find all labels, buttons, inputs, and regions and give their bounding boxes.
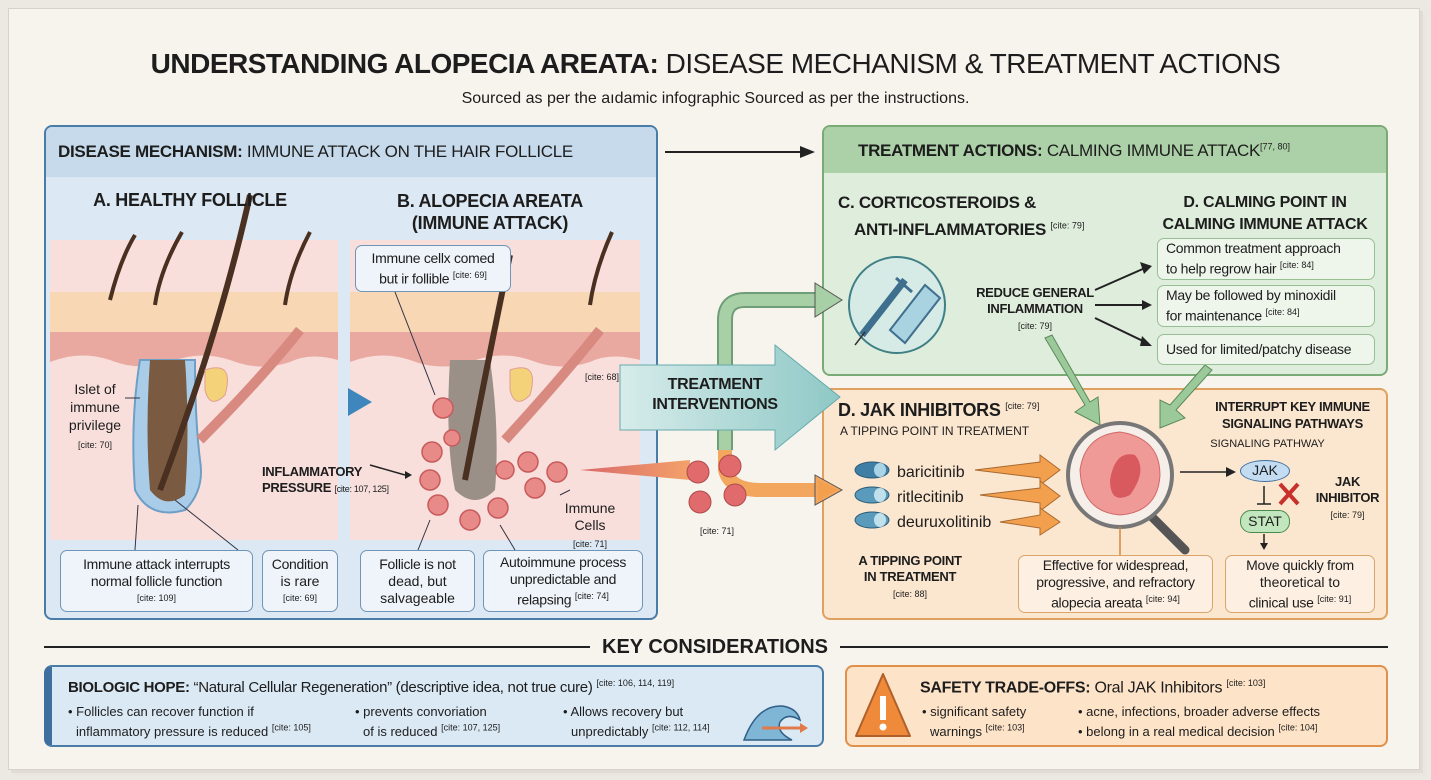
page-title: UNDERSTANDING ALOPECIA AREATA: DISEASE M…	[0, 48, 1431, 80]
cite-label: [cite: 71]	[700, 526, 735, 536]
disease-header-band	[46, 127, 656, 177]
biologic-hope-heading: BIOLOGIC HOPE: “Natural Cellular Regener…	[68, 678, 675, 696]
disease-header: DISEASE MECHANISM: IMMUNE ATTACK ON THE …	[58, 142, 573, 161]
corticosteroids-title: C. CORTICOSTEROIDS &ANTI-INFLAMMATORIES …	[838, 193, 1085, 239]
treatment-note: Used for limited/patchy disease	[1157, 334, 1375, 365]
title-bold: UNDERSTANDING ALOPECIA AREATA:	[150, 48, 659, 79]
inhibit-symbol	[1257, 486, 1271, 505]
green-path-arrow	[719, 294, 820, 450]
pill-icons	[854, 461, 890, 529]
cell-cluster	[686, 454, 747, 514]
green-pointer-arrow	[1044, 334, 1101, 426]
treatment-interventions-arrow	[619, 343, 841, 452]
drug-item: baricitinib	[897, 464, 965, 481]
jak-title: D. JAK INHIBITORS [cite: 79]	[838, 400, 1040, 420]
safety-heading: SAFETY TRADE-OFFS: Oral JAK Inhibitors […	[920, 678, 1266, 697]
healthy-follicle-illustration	[50, 194, 338, 540]
key-considerations-title: KEY CONSIDERATIONS	[602, 636, 828, 658]
drug-list: baricitinib ritlecitinib deuruxolitinib	[897, 460, 991, 535]
jak-node: JAK	[1240, 460, 1290, 482]
safety-tradeoffs-box	[845, 665, 1388, 747]
safety-bullet: • acne, infections, broader adverse effe…	[1078, 704, 1321, 740]
biologic-hope-box	[44, 665, 824, 747]
immune-cells	[419, 397, 568, 531]
stat-node: STAT	[1240, 510, 1290, 533]
treatment-header: TREATMENT ACTIONS: CALMING IMMUNE ATTACK…	[858, 141, 1291, 160]
header-arrow	[800, 146, 815, 158]
signaling-pathway-label: SIGNALING PATHWAY	[1210, 438, 1325, 450]
x-mark-icon	[1278, 482, 1300, 506]
effective-box: Effective for widespread,progressive, an…	[1018, 555, 1213, 613]
subtitle: Sourced as per the aıdamic infographic S…	[461, 90, 970, 107]
drug-item: ritlecitinib	[897, 489, 964, 506]
magnifier-cell-icon	[1066, 421, 1190, 555]
title-rest: DISEASE MECHANISM & TREATMENT ACTIONS	[665, 48, 1281, 79]
drug-arrows	[974, 454, 1061, 536]
wave-icon	[742, 705, 808, 741]
cite-label: [cite: 68]	[585, 372, 620, 382]
green-pointer-arrow	[1159, 364, 1213, 429]
syringe-cream-icon	[848, 256, 946, 354]
progression-arrow	[348, 388, 372, 416]
warning-icon	[855, 673, 911, 737]
treatment-header-band	[824, 127, 1386, 173]
healthy-follicle-title: A. HEALTHY FOLLICLE	[93, 190, 287, 210]
reduce-arrows	[1094, 267, 1146, 343]
jak-subtitle: A TIPPING POINT IN TREATMENT	[840, 424, 1030, 438]
drug-item: deuruxolitinib	[897, 514, 992, 531]
alopecia-title: B. ALOPECIA AREATA(IMMUNE ATTACK)	[397, 191, 583, 233]
